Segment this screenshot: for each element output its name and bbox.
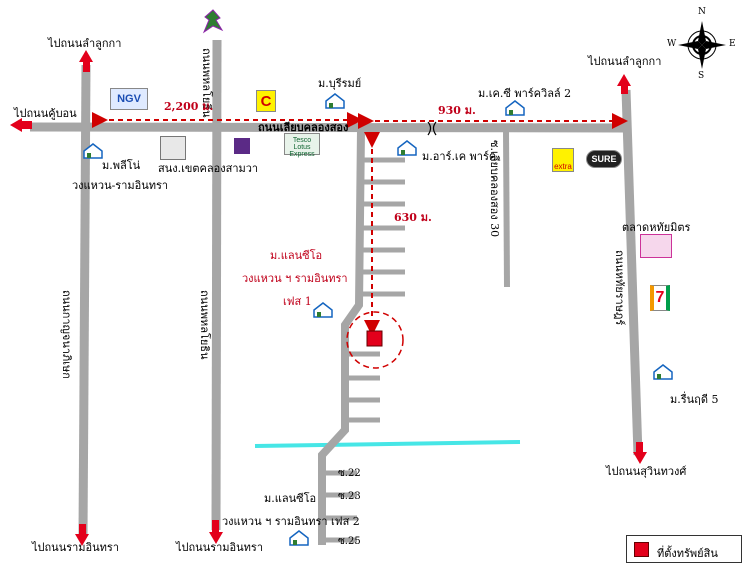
label-to-lam-luk-ka-right: ไปถนนลำลูกกา (588, 55, 662, 68)
soi-30-road (503, 129, 510, 288)
legend: ที่ตั้งทรัพย์สิน (626, 535, 742, 563)
house-icon (313, 302, 333, 318)
place-kc-garden: ม.เค.ซี พาร์ควิลล์ 2 (478, 87, 572, 100)
monument-icon (200, 8, 226, 34)
compass-n: N (698, 7, 706, 17)
road-left (78, 64, 91, 536)
label-to-ram-inthra-mid: ไปถนนรามอินทรา (176, 541, 264, 554)
house-icon (397, 140, 417, 156)
label-road-right: ถนนหทัยราษฎร์ (613, 250, 626, 326)
place-soi-23: ซ.23 (338, 491, 361, 502)
ngv-logo: NGV (110, 88, 148, 110)
place-plino: ม.พลีโน่ (102, 159, 141, 172)
distance-right: 930 ม. (438, 104, 476, 117)
sure-logo: SURE (586, 150, 622, 168)
house-icon (325, 93, 345, 109)
market-icon (640, 234, 672, 258)
place-soi-22: ซ.22 (338, 468, 361, 479)
side-sois-right (324, 157, 405, 543)
place-soi-25: ซ.25 (338, 536, 361, 547)
place-rk-park: ม.อาร์.เค พาร์ค (422, 150, 497, 163)
place-district-office: สนง.เขตคลองสามวา (158, 162, 259, 175)
compass-icon (678, 21, 726, 69)
label-to-ram-inthra-left: ไปถนนรามอินทรา (32, 541, 120, 554)
road-mid (211, 39, 222, 531)
place-landsio-2a: ม.แลนซีโอ (264, 492, 317, 505)
big-c-logo: C (256, 90, 276, 112)
place-buriram: ม.บุรีรมย์ (318, 77, 362, 90)
house-icon (83, 143, 103, 159)
label-main-road: ถนนเลียบคลองสอง (258, 121, 349, 134)
legend-property-swatch (634, 542, 649, 557)
lotus-logo: Tesco Lotus Express (284, 133, 320, 158)
house-icon (653, 364, 673, 380)
district-office-icon (160, 136, 186, 160)
distance-left: 2,200 ม. (164, 100, 214, 113)
distance-down: 630 ม. (394, 211, 432, 224)
bridge-symbol (427, 121, 437, 136)
place-rinrudee: ม.รื่นฤดี 5 (670, 393, 719, 406)
house-icon (289, 530, 309, 546)
label-to-lam-luk-ka-left: ไปถนนลำลูกกา (48, 37, 122, 50)
label-to-suwinthawong: ไปถนนสุวินทวงศ์ (606, 465, 687, 478)
road-right (621, 89, 643, 456)
place-landsio-2b: วงแหวน ฯ รามอินทรา เฟส 2 (222, 515, 360, 528)
place-landsio-1a: ม.แลนซีโอ (270, 249, 323, 262)
compass-w: W (667, 39, 677, 49)
big-c-extra-logo: extra (552, 148, 574, 172)
label-to-khu-bon: ไปถนนคู้บอน (14, 107, 77, 120)
property-marker (366, 330, 383, 347)
place-market: ตลาดหทัยมิตร (622, 221, 691, 234)
place-landsio-1c: เฟส 1 (283, 295, 312, 308)
place-ring-road: วงแหวน-รามอินทรา (72, 179, 169, 192)
property-soi (318, 129, 365, 545)
compass-s: S (698, 71, 705, 81)
compass-e: E (729, 39, 736, 49)
scb-bank-icon (234, 138, 250, 154)
label-road-mid: ถนนพหลโยธิน (198, 290, 211, 360)
property-circle (346, 311, 404, 369)
road-end-arrows (10, 50, 647, 546)
distance-lines (92, 112, 628, 336)
seven-eleven-logo: 7 (650, 285, 670, 311)
legend-label: ที่ตั้งทรัพย์สิน (657, 547, 718, 560)
canal (254, 440, 521, 448)
place-landsio-1b: วงแหวน ฯ รามอินทรา (242, 272, 348, 285)
house-icon (505, 100, 525, 116)
label-road-left: ถนนกาญจนาภิเษก (60, 290, 73, 379)
